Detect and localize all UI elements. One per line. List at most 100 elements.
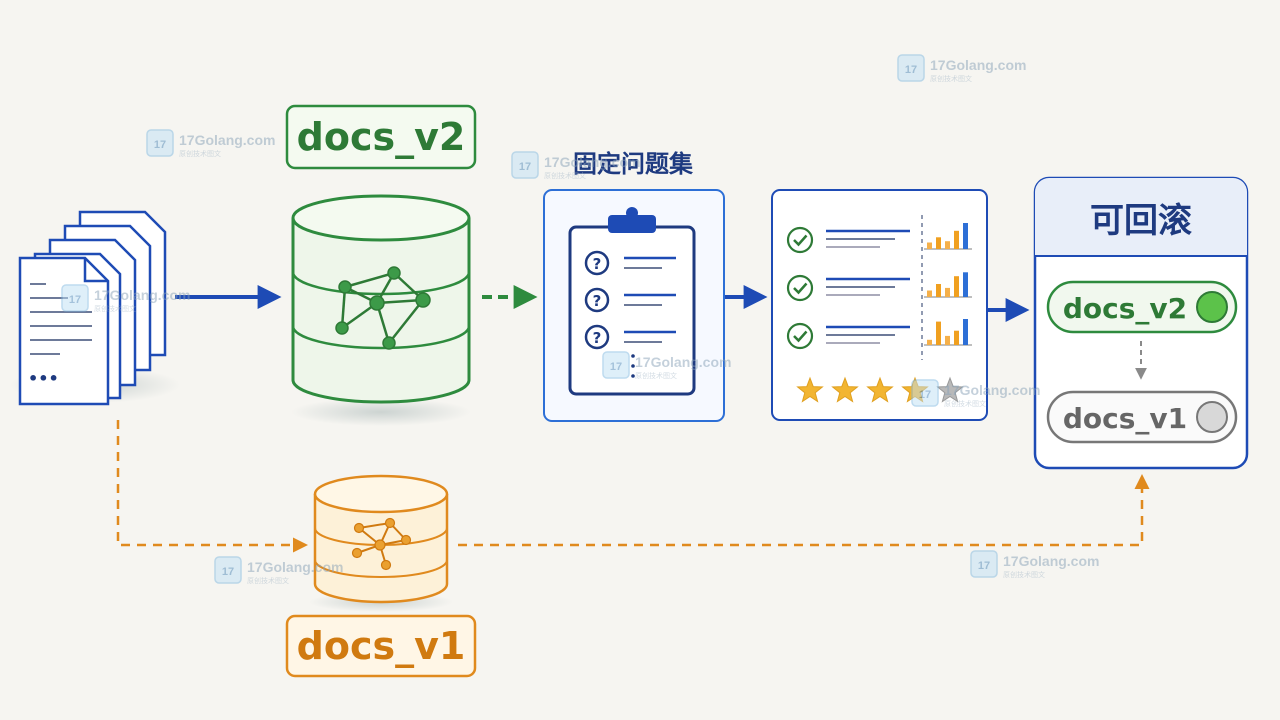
watermark-subtext: 原创技术图文 [635, 371, 677, 380]
rollback-current-item: docs_v2 [1046, 280, 1238, 334]
rollback-title: 可回滚 [1090, 201, 1192, 241]
result-row [786, 223, 972, 254]
score-bar [927, 290, 932, 297]
ellipsis-dot [631, 364, 635, 368]
watermark-logo-glyph: 17 [610, 361, 622, 373]
watermark-logo-glyph: 17 [905, 64, 917, 76]
watermark-logo-icon [61, 284, 89, 312]
watermark-subtext: 原创技术图文 [544, 171, 586, 180]
star-filled-icon [831, 376, 859, 403]
inactive-status-dot [1196, 401, 1228, 433]
check-circle-icon [786, 274, 814, 302]
results-panel [771, 189, 988, 421]
eval-set-panel: ??? [543, 189, 725, 422]
watermark-logo-icon [911, 379, 939, 407]
rollback-previous-item: docs_v1 [1046, 390, 1238, 444]
watermark-logo-icon [511, 151, 539, 179]
score-bar [936, 321, 941, 345]
rollback-previous-label: docs_v1 [1063, 402, 1187, 435]
star-filled-icon [866, 376, 894, 403]
score-bar [954, 276, 959, 297]
watermark-text: 17Golang.com [544, 154, 640, 170]
watermark-text: 17Golang.com [247, 559, 343, 575]
score-bar [945, 287, 950, 297]
watermark-logo-icon [214, 556, 242, 584]
score-bar [936, 284, 941, 297]
v1-label-box: docs_v1 [285, 614, 477, 678]
active-status-dot [1196, 291, 1228, 323]
check-icon [793, 234, 808, 247]
score-bar [927, 339, 932, 345]
arrow-docs-to-v1 [116, 420, 308, 553]
score-bar [936, 237, 941, 249]
arrow-v1-to-rollback [458, 474, 1150, 547]
v2-label: docs_v2 [297, 115, 466, 159]
watermark-logo-icon [146, 129, 174, 157]
star-filled-icon [796, 376, 824, 403]
ellipsis-dot [631, 374, 635, 378]
question-mark: ? [593, 255, 602, 273]
v1-database-icon [309, 474, 453, 612]
question-circle-icon [584, 250, 610, 276]
watermark-text: 17Golang.com [94, 287, 190, 303]
watermark-subtext: 原创技术图文 [930, 74, 972, 83]
v1-label: docs_v1 [297, 624, 466, 668]
watermark-text: 17Golang.com [944, 382, 1040, 398]
check-icon [793, 282, 808, 295]
score-bar [945, 335, 950, 345]
question-item: ? [584, 324, 676, 350]
ellipsis-dot [631, 354, 635, 358]
watermark-text: 17Golang.com [1003, 553, 1099, 569]
score-bar [927, 242, 932, 249]
score-bar [963, 223, 968, 249]
v2-database-icon [291, 194, 471, 426]
watermark-subtext: 原创技术图文 [179, 149, 221, 158]
question-circle-icon [584, 287, 610, 313]
v2-label-box: docs_v2 [285, 104, 477, 170]
check-circle-icon [786, 322, 814, 350]
watermark-subtext: 原创技术图文 [944, 399, 986, 408]
watermark-logo-glyph: 17 [154, 139, 166, 151]
check-circle-icon [786, 226, 814, 254]
eval-set-title: 固定问题集 [573, 150, 694, 178]
document-stack-icon: ••• [10, 210, 180, 406]
question-mark: ? [593, 292, 602, 310]
watermark-logo-glyph: 17 [978, 560, 990, 572]
rollback-current-label: docs_v2 [1063, 292, 1187, 325]
watermark-subtext: 原创技术图文 [94, 304, 136, 313]
watermark-logo-glyph: 17 [222, 566, 234, 578]
watermark-subtext: 原创技术图文 [1003, 570, 1045, 579]
score-bar [945, 241, 950, 249]
doc-ellipsis: ••• [28, 369, 59, 388]
question-list: ??? [584, 250, 676, 378]
score-bar [963, 319, 968, 345]
watermark-logo-icon [897, 54, 925, 82]
score-bar [954, 230, 959, 249]
star-empty-icon [936, 376, 964, 403]
watermark-logo-glyph: 17 [69, 294, 81, 306]
watermark-logo-icon [602, 351, 630, 379]
question-item: ? [584, 287, 676, 313]
question-circle-icon [584, 324, 610, 350]
question-item: ? [584, 250, 676, 276]
watermark-subtext: 原创技术图文 [247, 576, 289, 585]
watermark-logo-glyph: 17 [519, 161, 531, 173]
question-mark: ? [593, 329, 602, 347]
watermark-logo-icon [970, 550, 998, 578]
score-bar [954, 330, 959, 345]
rollback-panel: 可回滚 docs_v2 docs_v1 [1033, 176, 1249, 470]
watermark-text: 17Golang.com [930, 57, 1026, 73]
watermark-text: 17Golang.com [179, 132, 275, 148]
watermark-logo-glyph: 17 [919, 389, 931, 401]
watermark-text: 17Golang.com [635, 354, 731, 370]
